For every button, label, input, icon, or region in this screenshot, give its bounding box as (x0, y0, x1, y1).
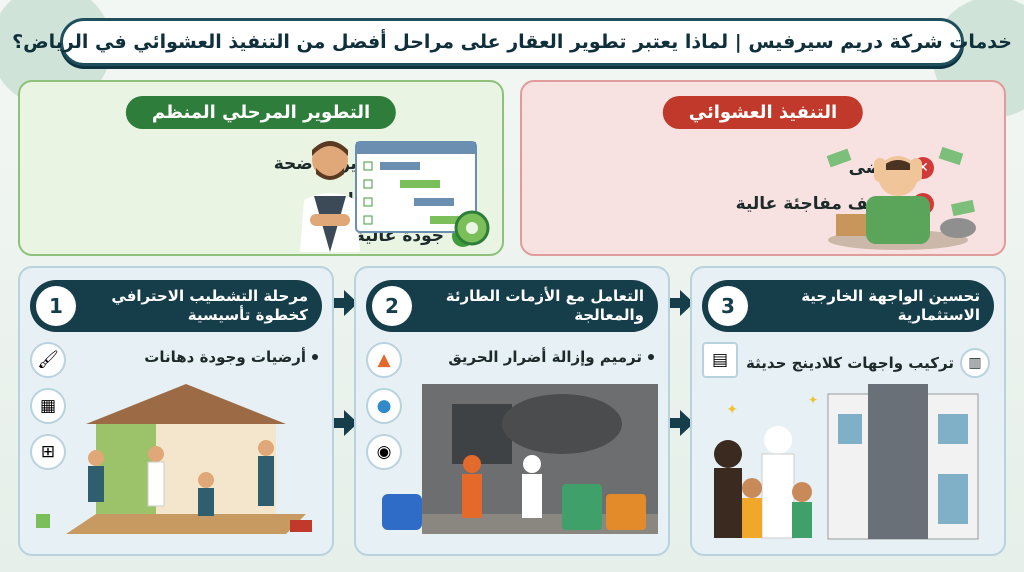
paint-roller-icon: 🖌 (30, 342, 66, 378)
stage-icons: ▲ ● ◉ (366, 342, 402, 470)
stage-number: 1 (36, 286, 76, 326)
stage-number: 2 (372, 286, 412, 326)
window-icon: ⊞ (30, 434, 66, 470)
svg-text:✦: ✦ (808, 393, 818, 407)
confident-man-illustration (300, 141, 360, 252)
water-drop-icon: ● (366, 388, 402, 424)
stage-card-emergency: التعامل مع الأزمات الطارئة والمعالجة 2 ت… (354, 266, 670, 556)
page-title: خدمات شركة دريم سيرفيس | لماذا يعتبر تطو… (12, 31, 1012, 53)
stage-heading: تحسين الواجهة الخارجية الاستثمارية 3 (702, 280, 994, 332)
bad-panel-heading: التنفيذ العشوائي (662, 96, 864, 129)
organized-development-panel: التطوير المرحلي المنظم ✓خارطة طريق واضحة… (18, 80, 504, 256)
finishing-scene-illustration (36, 384, 312, 534)
arrow-icon (328, 290, 358, 316)
stage-bullet: ▥ تركيب واجهات كلادينج حديثة (746, 348, 990, 378)
title-banner: خدمات شركة دريم سيرفيس | لماذا يعتبر تطو… (12, 18, 1012, 66)
gas-mask-icon: ◉ (366, 434, 402, 470)
svg-text:✦: ✦ (726, 402, 738, 418)
stressed-man-illustration (826, 146, 976, 250)
bullet-dot (312, 354, 318, 360)
stage-icons: 🖌 ▦ ⊞ (30, 342, 66, 470)
stage-heading: مرحلة التشطيب الاحترافي كخطوة تأسيسية 1 (30, 280, 322, 332)
random-execution-panel: التنفيذ العشوائي ✕فوضى ✕تكاليف مفاجئة عا… (520, 80, 1006, 256)
arrow-icon (664, 410, 694, 436)
floor-tile-icon: ▦ (30, 388, 66, 424)
stage-icons: ▤ (702, 342, 738, 378)
stage-bullet: ترميم وإزالة أضرار الحريق (448, 348, 654, 366)
stage-card-finishing: مرحلة التشطيب الاحترافي كخطوة تأسيسية 1 … (18, 266, 334, 556)
fire-restoration-scene-illustration (382, 384, 658, 534)
building-icon: ▥ (960, 348, 990, 378)
stage-number: 3 (708, 286, 748, 326)
stage-bullet: أرضيات وجودة دهانات (144, 348, 318, 366)
stage-heading: التعامل مع الأزمات الطارئة والمعالجة 2 (366, 280, 658, 332)
fire-icon: ▲ (366, 342, 402, 378)
good-panel-heading: التطوير المرحلي المنظم (125, 96, 397, 129)
stage-card-facade: تحسين الواجهة الخارجية الاستثمارية 3 ▥ ت… (690, 266, 1006, 556)
bullet-dot (648, 354, 654, 360)
modern-facade-family-illustration: ✦ ✦ (714, 384, 979, 540)
arrow-icon (664, 290, 694, 316)
arrow-icon (328, 410, 358, 436)
cladding-panel-icon: ▤ (702, 342, 738, 378)
gantt-chart-illustration (355, 141, 490, 246)
